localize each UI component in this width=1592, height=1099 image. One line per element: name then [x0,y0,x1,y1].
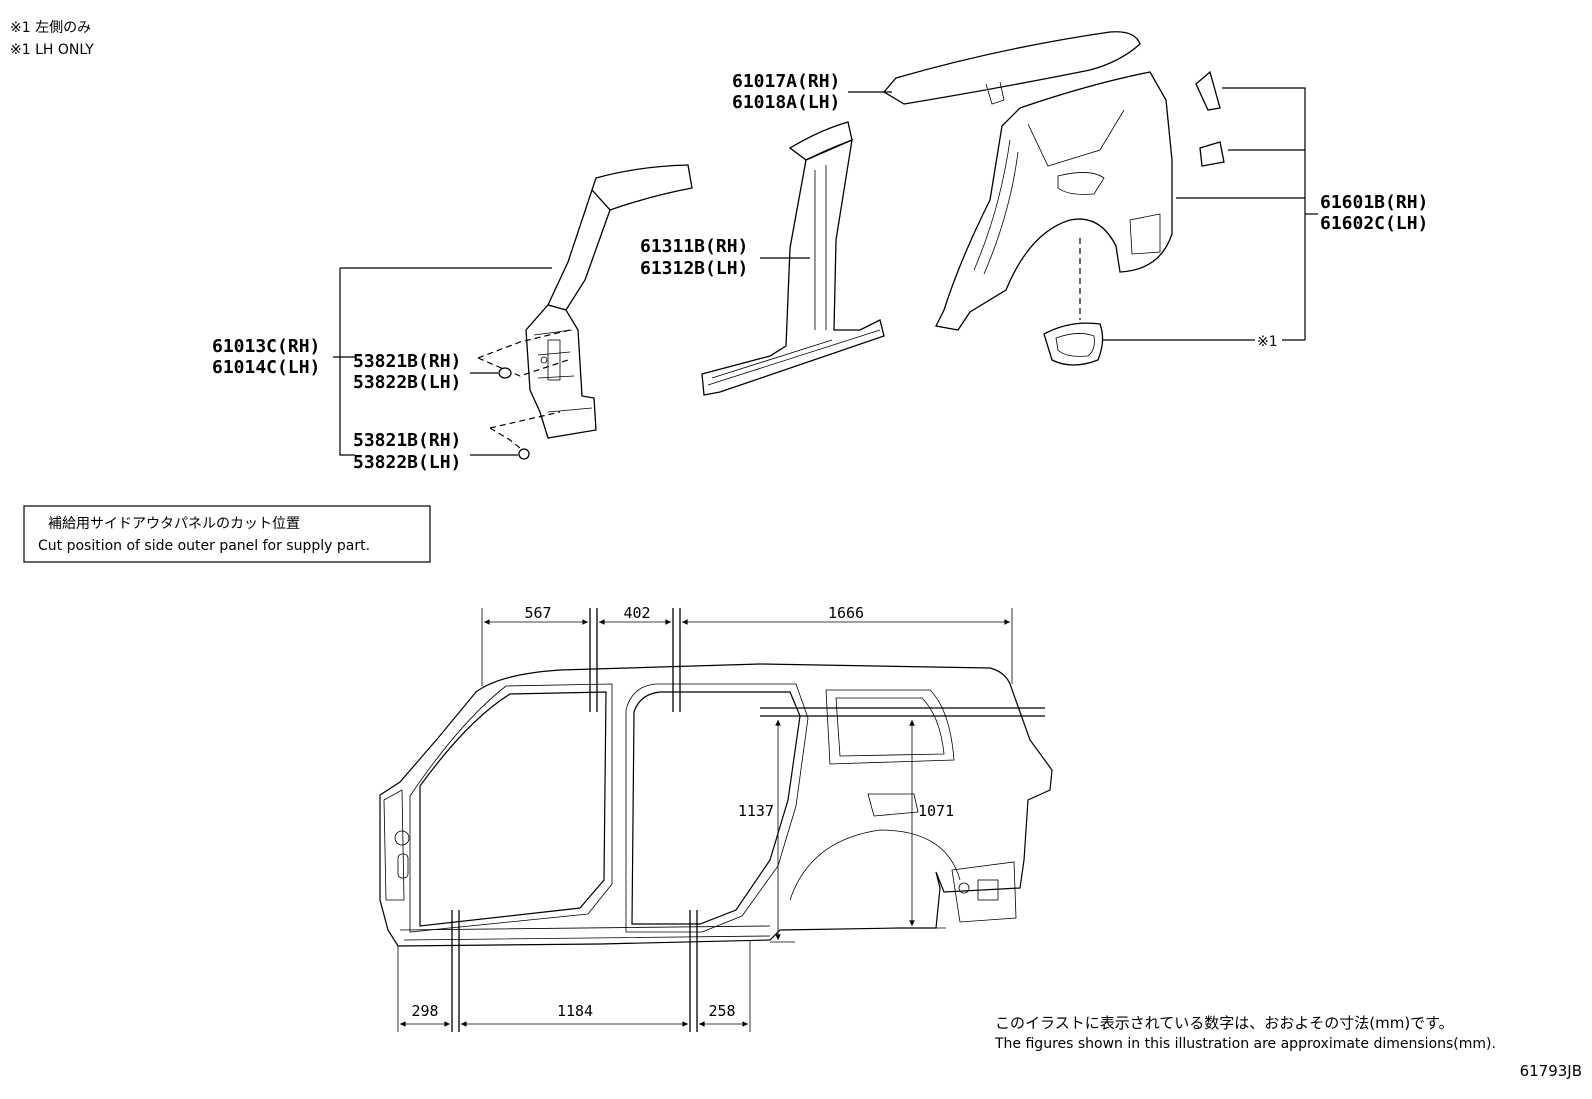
quarter-bracket [1222,87,1306,340]
plug-b-label-lh: 53822B(LH) [353,452,461,473]
lh-only-note-en: ※1 LH ONLY [10,42,94,58]
dim-top-402: 402 [623,604,650,622]
center-pillar-label-rh: 61311B(RH) [640,236,748,257]
roof-side-rail-label-lh: 61018A(LH) [732,92,840,113]
extension-lines [397,608,1013,1032]
quarter-sticker-1[interactable] [1195,70,1221,111]
lh-only-marker: ※1 [1257,334,1278,350]
center-pillar-label-lh: 61312B(LH) [640,258,748,279]
dim-top-1666: 1666 [828,604,864,622]
dim-bottom-298: 298 [411,1002,438,1020]
figure-id: 61793JB [1520,1062,1582,1080]
front-pillar-bracket [339,268,355,456]
quarter-panel-part[interactable] [935,71,1173,331]
roof-side-rail-label-rh: 61017A(RH) [732,71,840,92]
dim-vert-1137: 1137 [738,802,774,820]
dim-bottom-1184: 1184 [557,1002,593,1020]
plug-b-label-rh: 53821B(RH) [353,430,461,451]
dim-bottom-258: 258 [708,1002,735,1020]
footer-note-jp: このイラストに表示されている数字は、おおよその寸法(mm)です。 [995,1014,1454,1032]
cut-lines [451,608,1045,1032]
cut-box-title-jp: 補給用サイドアウタパネルのカット位置 [48,516,300,532]
plug-a-icon[interactable] [498,367,512,379]
plug-a-dashed-leader [477,329,571,377]
quarter-sticker-2[interactable] [1199,141,1225,167]
lh-only-note-jp: ※1 左側のみ [10,20,91,36]
dim-top-567: 567 [524,604,551,622]
plug-b-icon[interactable] [518,448,530,460]
quarter-panel-label-lh: 61602C(LH) [1320,213,1428,234]
cut-box-title-en: Cut position of side outer panel for sup… [38,538,370,554]
dimension-arrows [399,619,1010,1027]
center-pillar-part[interactable] [701,121,885,396]
front-pillar-label-rh: 61013C(RH) [212,336,320,357]
front-pillar-label-lh: 61014C(LH) [212,357,320,378]
quarter-panel-label-rh: 61601B(RH) [1320,192,1428,213]
fuel-lid-part[interactable] [1043,322,1104,366]
dim-vert-1071: 1071 [918,802,954,820]
plug-b-dashed-leader [489,411,561,453]
plug-a-label-lh: 53822B(LH) [353,372,461,393]
footer-note-en: The figures shown in this illustration a… [994,1036,1496,1052]
roof-side-rail-part[interactable] [883,31,1141,105]
cut-position-box [23,505,431,563]
plug-a-label-rh: 53821B(RH) [353,351,461,372]
front-pillar-part[interactable] [525,164,693,439]
